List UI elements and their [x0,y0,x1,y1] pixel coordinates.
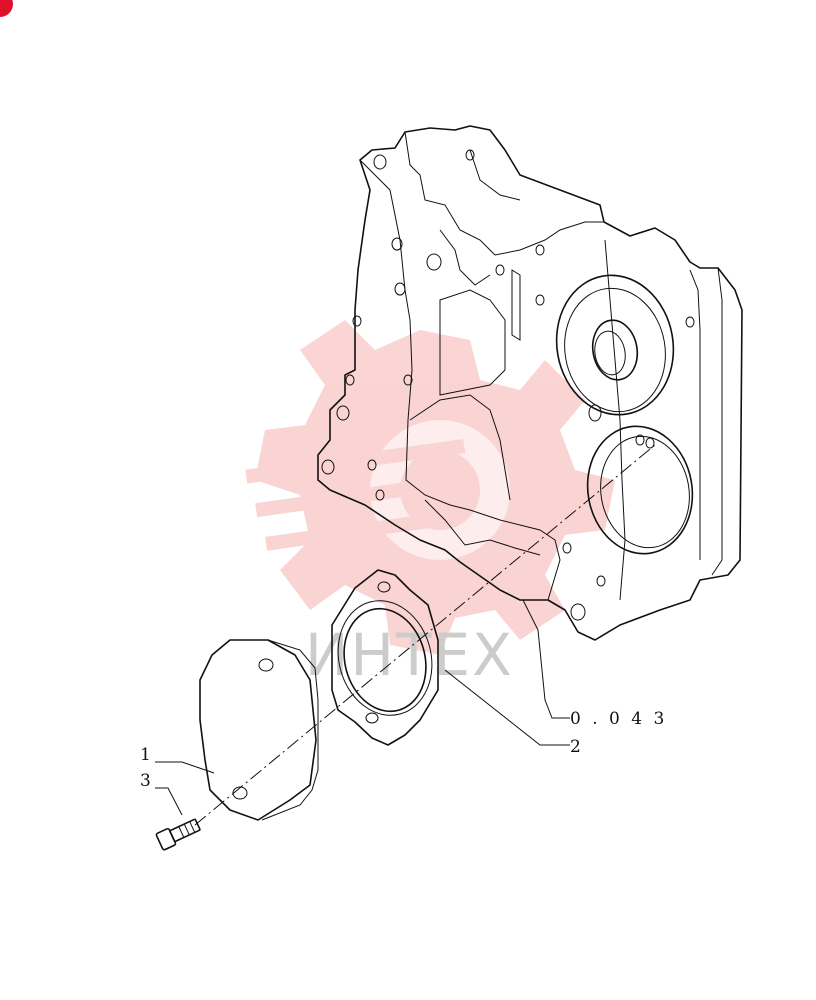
cover-plate-part [199,639,319,821]
housing-holes [321,149,695,621]
assembly-axis [194,444,656,826]
bolt-part [155,818,201,851]
callout-ref-0043: 0 . 0 4 3 [570,709,667,729]
watermark-logo [245,320,615,655]
callout-1: 1 [140,745,151,765]
gasket-part [331,569,439,746]
callout-3: 3 [140,771,151,791]
corner-badge [0,0,13,17]
gear-housing [317,125,743,641]
leader-lines [155,599,570,816]
callout-2: 2 [570,737,581,757]
watermark-text: ИНТЕХ [305,621,514,689]
